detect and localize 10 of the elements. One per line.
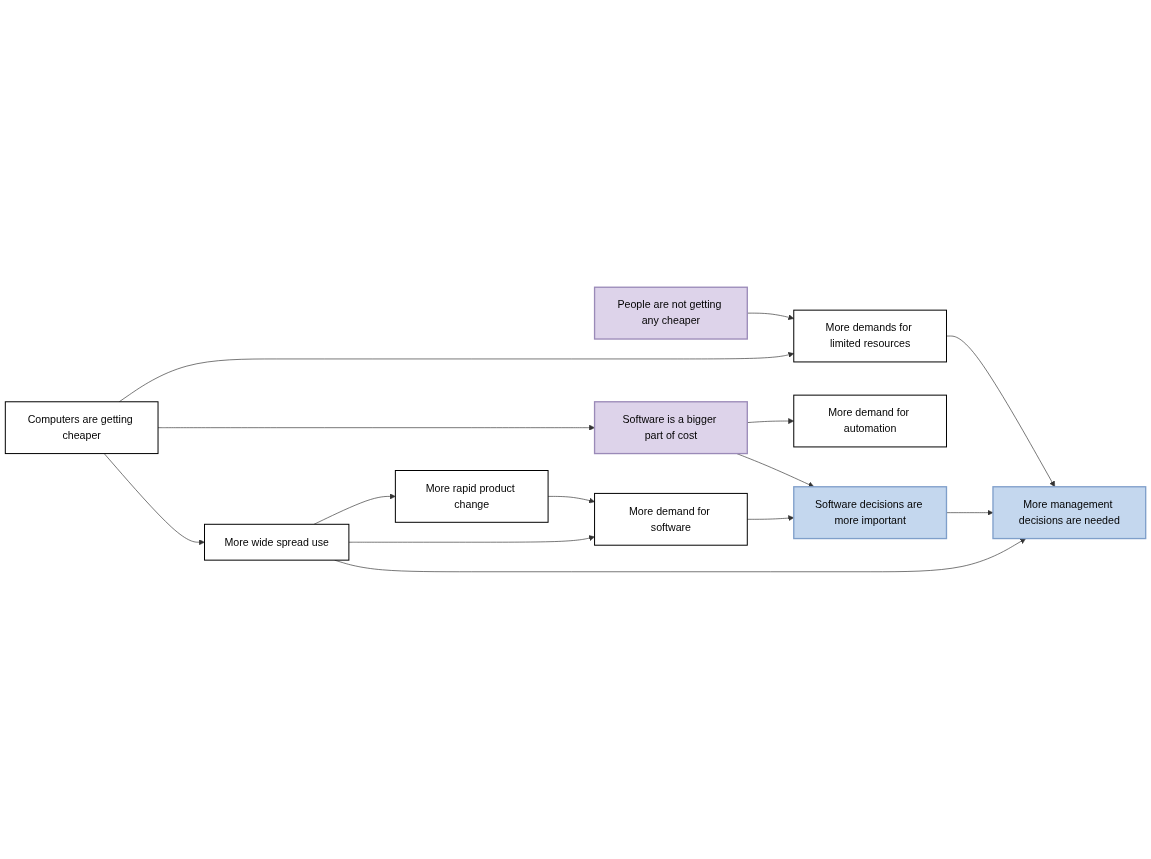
node-box: More demand for automation xyxy=(793,394,947,448)
node-box: More wide spread use xyxy=(204,523,350,561)
node-box: Software is a bigger part of cost xyxy=(593,401,748,455)
node-box: Software decisions are more important xyxy=(793,486,948,540)
node-box: More rapid product change xyxy=(394,470,549,523)
node-box: More demand for software xyxy=(594,492,748,546)
node-box: More demands for limited resources xyxy=(793,309,947,363)
node-box: More management decisions are needed xyxy=(992,486,1147,540)
node-box: People are not getting any cheaper xyxy=(593,286,748,340)
node-box: Computers are getting cheaper xyxy=(4,401,159,455)
